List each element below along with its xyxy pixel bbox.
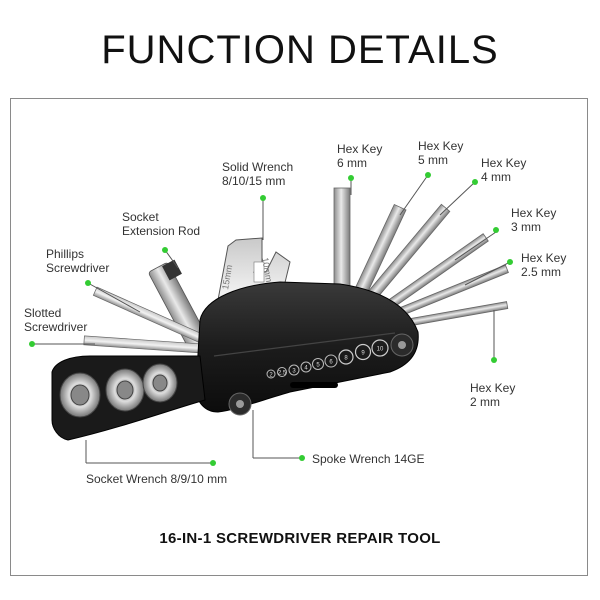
label-socket-wrench: Socket Wrench 8/9/10 mm (86, 472, 228, 486)
pivot-bolt-left (228, 392, 252, 416)
socket-wrench-set (51, 355, 206, 441)
spoke-size-3: 3 (292, 369, 296, 375)
spoke-size-8: 8 (344, 356, 348, 362)
spoke-size-4: 4 (304, 366, 308, 372)
label-hex-key-6mm: Hex Key 6 mm (337, 142, 383, 170)
pivot-bolt-right (390, 333, 414, 357)
spoke-size-9: 9 (361, 351, 365, 357)
label-spoke-wrench: Spoke Wrench 14GE (312, 452, 425, 466)
label-phillips-screwdriver: Phillips Screwdriver (46, 247, 110, 275)
label-hex-key-3mm: Hex Key 3 mm (511, 206, 557, 234)
label-hex-key-5mm: Hex Key 5 mm (418, 139, 464, 167)
wrench-marking-10mm: 10mm (260, 257, 274, 283)
spoke-size-2: 2 (269, 373, 273, 379)
callout-lines (32, 174, 511, 464)
label-solid-wrench: Solid Wrench 8/10/15 mm (222, 160, 294, 188)
page-title: FUNCTION DETAILS (101, 28, 499, 72)
content-frame (10, 98, 588, 576)
label-socket-extension-rod: Socket Extension Rod (122, 210, 201, 238)
spoke-wrench-holes: 2 2.5 3 4 5 6 8 9 10 (266, 339, 389, 379)
label-hex-key-4mm: Hex Key 4 mm (481, 156, 527, 184)
spoke-size-2.5: 2.5 (278, 371, 287, 377)
spoke-size-10: 10 (377, 347, 384, 353)
spoke-size-6: 6 (329, 360, 333, 366)
label-slotted-screwdriver: Slotted Screwdriver (24, 306, 88, 334)
tool-body (195, 281, 419, 413)
spoke-size-5: 5 (316, 363, 320, 369)
callout-dots (29, 172, 513, 466)
label-hex-key-2.5mm: Hex Key 2.5 mm (521, 251, 567, 279)
label-hex-key-2mm: Hex Key 2 mm (470, 381, 516, 409)
wrench-marking-15mm: 15mm (220, 264, 234, 290)
product-name: 16-IN-1 SCREWDRIVER REPAIR TOOL (159, 530, 441, 547)
